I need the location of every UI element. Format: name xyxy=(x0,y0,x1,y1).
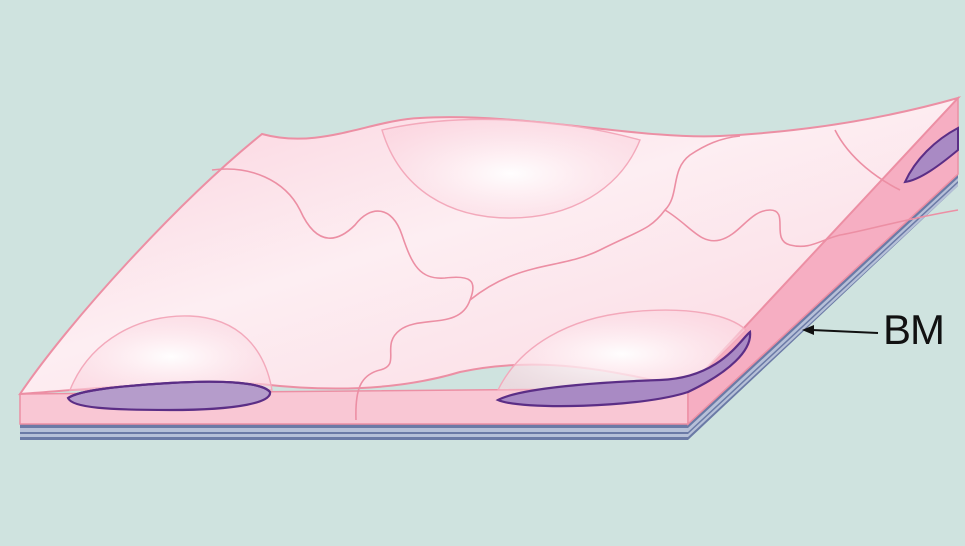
basement-membrane-label: BM xyxy=(883,309,944,351)
